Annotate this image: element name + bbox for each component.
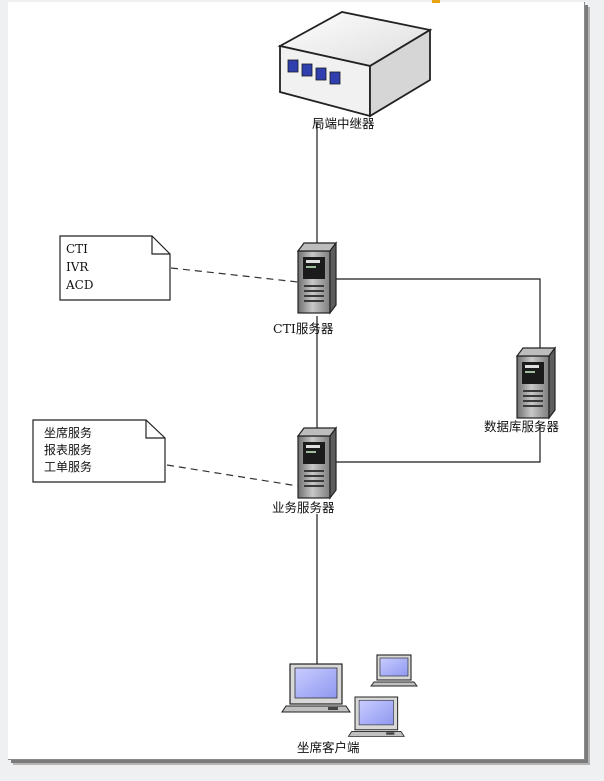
database-server-icon [516,347,556,419]
cti-note-shape [59,235,171,301]
desktop-computer-icon [281,663,351,713]
desktop-computer-medium-icon [347,696,405,737]
cti-server-label: CTI服务器 [273,321,334,336]
business-note-line-1: 坐席服务 [44,425,92,440]
desktop-computer-small-icon [370,654,418,687]
agent-clients-label: 坐席客户端 [297,740,360,755]
top-accent-mark [432,0,440,3]
edge-cti-db [336,278,541,352]
trunk-label: 局端中继器 [312,116,375,131]
cti-note-line-2: IVR [66,260,89,274]
edge-business-db [336,424,541,463]
db-server-label: 数据库服务器 [484,419,560,434]
cti-server-icon [297,242,337,314]
trunk-device-icon [277,11,433,118]
business-server-icon [297,427,337,499]
connection-lines [316,122,541,664]
document-sheet [8,2,585,760]
note-connectors [166,267,299,487]
cti-note-line-3: ACD [65,278,93,292]
business-note-shape [32,419,166,483]
business-server-label: 业务服务器 [272,500,335,515]
cti-note-line-1: CTI [66,242,88,256]
dashed-business-note-link [166,464,299,487]
business-note-line-2: 报表服务 [44,442,92,457]
business-note-line-3: 工单服务 [44,459,92,474]
dashed-cti-note-link [170,267,299,283]
